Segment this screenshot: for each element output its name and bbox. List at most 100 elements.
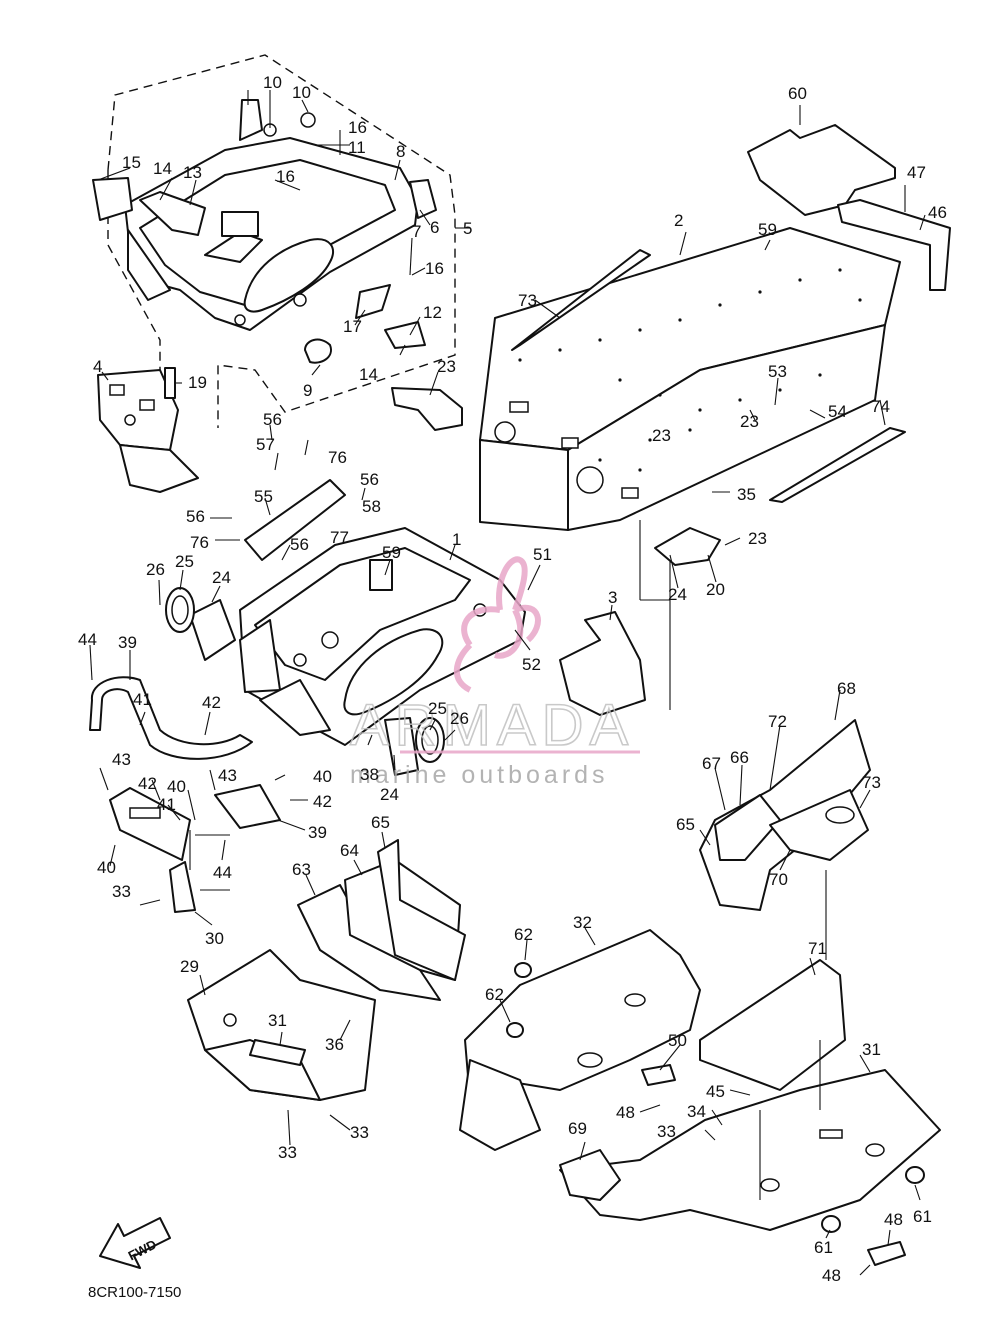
callout-38: 40	[97, 858, 116, 877]
callout-66: 65	[676, 815, 695, 834]
main-plate-2	[479, 227, 901, 531]
bracket-50	[641, 1064, 676, 1086]
callout-44-a: 44	[78, 630, 97, 649]
callout-33-c: 33	[350, 1123, 369, 1142]
strip-76-left	[511, 249, 651, 351]
leader-lines	[89, 90, 926, 1276]
callout-56-a: 56	[263, 410, 282, 429]
callout-63: 63	[292, 860, 311, 879]
cover-sheet-60	[747, 124, 896, 216]
callout-23-b: 23	[748, 529, 767, 548]
seal-24-upper	[165, 587, 236, 661]
bracket-55	[244, 479, 346, 561]
callout-39-a: 40	[167, 777, 186, 796]
callout-60: 60	[788, 84, 807, 103]
callout-15: 15	[122, 153, 141, 172]
callout-10-b: 10	[292, 83, 311, 102]
callout-33-a: 33	[112, 882, 131, 901]
callout-77-b: 76	[190, 533, 209, 552]
callout-13: 13	[183, 163, 202, 182]
callout-19: 19	[188, 373, 207, 392]
grommet-62-lower	[506, 1022, 524, 1038]
callout-45: 45	[706, 1082, 725, 1101]
callout-55: 55	[254, 487, 273, 506]
callout-34-a: 35	[737, 485, 756, 504]
callout-40-a: 41	[157, 795, 176, 814]
callout-62-a: 62	[514, 925, 533, 944]
callout-59-b: 59	[382, 543, 401, 562]
assembly-lines	[189, 520, 827, 1200]
callout-33-d: 34	[687, 1102, 706, 1121]
callout-14-a: 14	[153, 159, 172, 178]
callout-56-c: 56	[186, 507, 205, 526]
bracket-38	[109, 787, 191, 861]
callout-22: 23	[740, 412, 759, 431]
callout-21: 23	[437, 357, 456, 376]
watermark-tagline: marine outboards	[350, 761, 609, 789]
callout-24-a: 24	[212, 568, 231, 587]
strip-76-right	[769, 427, 906, 503]
callout-24-b: 24	[380, 785, 399, 804]
callout-51: 51	[533, 545, 552, 564]
callout-41: 41	[133, 690, 152, 709]
callout-34-b: 36	[325, 1035, 344, 1054]
callout-14-b: 14	[359, 365, 378, 384]
callout-74: 73	[862, 773, 881, 792]
callout-25-a: 25	[175, 552, 194, 571]
callout-48-a: 48	[616, 1103, 635, 1122]
callout-20: 20	[706, 580, 725, 599]
callout-35: 39	[118, 633, 137, 652]
callout-37: 39	[308, 823, 327, 842]
callout-32: 33	[657, 1122, 676, 1141]
watermark-brand: ARMADA	[350, 693, 634, 758]
callout-36: 38	[360, 765, 379, 784]
callout-29: 31	[268, 1011, 287, 1030]
callout-39-b: 40	[313, 767, 332, 786]
callout-42-b: 42	[138, 774, 157, 793]
callout-72: 71	[808, 939, 827, 958]
callout-59-a: 59	[758, 220, 777, 239]
callout-43-b: 43	[218, 766, 237, 785]
callout-62-b: 62	[485, 985, 504, 1004]
callout-40-b: 42	[313, 792, 332, 811]
callout-61-a: 61	[814, 1238, 833, 1257]
callout-52: 52	[522, 655, 541, 674]
callout-56-b: 56	[360, 470, 379, 489]
callout-53: 53	[768, 362, 787, 381]
callout-16-c: 16	[425, 259, 444, 278]
lower-cover-left	[187, 949, 376, 1101]
callout-65: 65	[371, 813, 390, 832]
fwd-arrow: FWD	[99, 1217, 171, 1269]
callout-7: 7	[412, 222, 421, 241]
watermark-octopus-icon	[453, 556, 541, 693]
callout-6: 6	[430, 218, 439, 237]
callout-31: 32	[573, 913, 592, 932]
callout-25-b: 25	[428, 699, 447, 718]
callout-56-d: 56	[290, 535, 309, 554]
callout-58: 58	[362, 497, 381, 516]
bracket-3	[559, 611, 646, 716]
callout-17: 17	[343, 317, 362, 336]
callout-10-a: 10	[263, 73, 282, 92]
callout-12: 12	[423, 303, 442, 322]
upper-frame-assembly	[92, 99, 437, 364]
callout-73: 72	[768, 712, 787, 731]
part-21	[391, 387, 463, 431]
callout-50: 50	[668, 1031, 687, 1050]
callout-28: 30	[205, 929, 224, 948]
callout-27: 29	[180, 957, 199, 976]
panel-65	[377, 839, 466, 981]
bracket-4	[97, 367, 199, 493]
bracket-20	[654, 527, 721, 566]
callout-64: 64	[340, 841, 359, 860]
grommet-61-left	[821, 1215, 841, 1233]
callout-3: 3	[608, 588, 617, 607]
grommet-62-upper	[514, 962, 532, 978]
callout-8: 8	[396, 142, 405, 161]
callout-47: 47	[907, 163, 926, 182]
callout-4: 4	[93, 357, 102, 376]
callout-70: 69	[568, 1119, 587, 1138]
callout-71: 70	[769, 870, 788, 889]
callout-30: 31	[862, 1040, 881, 1059]
